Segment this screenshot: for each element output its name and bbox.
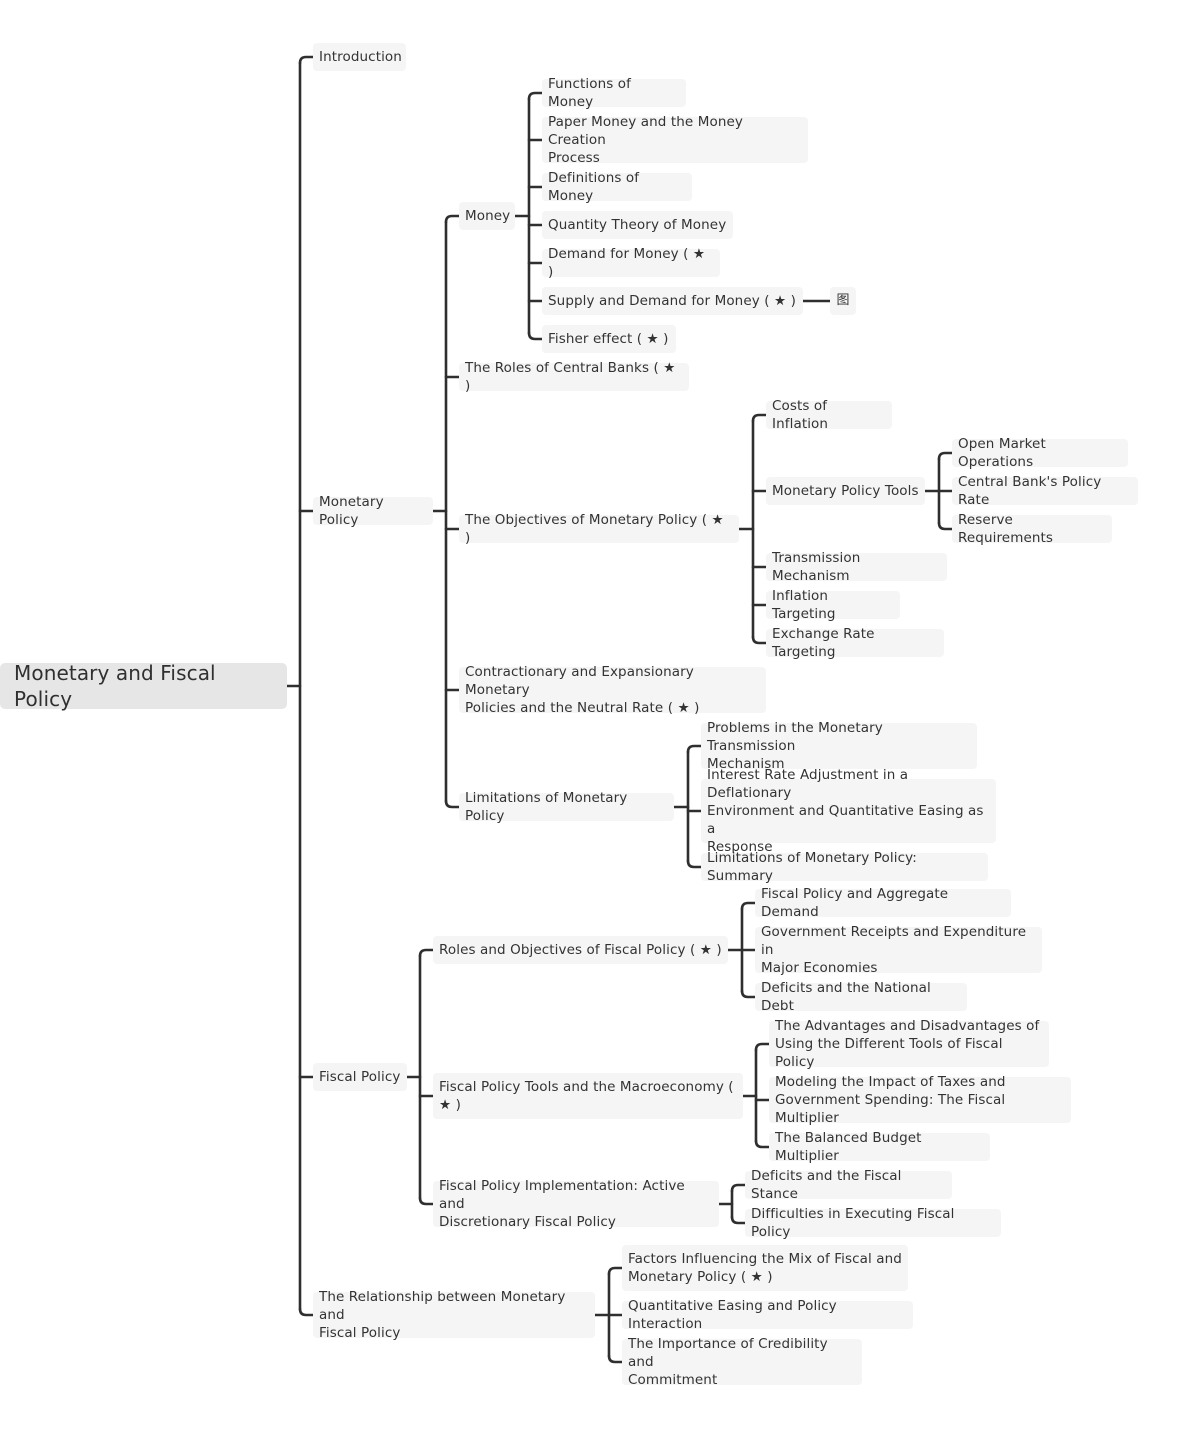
- connector-node-difficulties-executing: [730, 1215, 747, 1225]
- connector-node-fisher-effect: [527, 331, 544, 341]
- node-fiscal-multiplier[interactable]: Modeling the Impact of Taxes and Governm…: [769, 1074, 1071, 1126]
- node-fisher-effect[interactable]: Fisher effect ( ★ ): [542, 325, 676, 353]
- connector-node-exchange-rate-targeting: [751, 635, 768, 645]
- node-deficits-fiscal-stance[interactable]: Deficits and the Fiscal Stance: [745, 1168, 952, 1202]
- node-fiscal-aggregate-demand[interactable]: Fiscal Policy and Aggregate Demand: [755, 886, 1011, 920]
- connector-node-balanced-budget-multiplier: [754, 1139, 771, 1149]
- connector-node-relationship: [298, 1307, 315, 1317]
- node-relationship[interactable]: The Relationship between Monetary and Fi…: [313, 1289, 595, 1341]
- node-fiscal-implementation[interactable]: Fiscal Policy Implementation: Active and…: [433, 1178, 719, 1230]
- node-contractionary-expansionary[interactable]: Contractionary and Expansionary Monetary…: [459, 664, 766, 716]
- node-quantity-theory[interactable]: Quantity Theory of Money: [542, 211, 733, 239]
- node-limitations[interactable]: Limitations of Monetary Policy: [459, 790, 674, 824]
- node-costs-of-inflation[interactable]: Costs of Inflation: [766, 398, 892, 432]
- connector-node-limitations: [444, 799, 461, 809]
- connector-node-money: [444, 214, 461, 224]
- node-transmission-mechanism[interactable]: Transmission Mechanism: [766, 550, 947, 584]
- connector-node-functions-of-money: [527, 91, 544, 101]
- node-objectives[interactable]: The Objectives of Monetary Policy ( ★ ): [459, 512, 739, 546]
- node-money[interactable]: Money: [459, 202, 515, 230]
- node-paper-money[interactable]: Paper Money and the Money Creation Proce…: [542, 114, 808, 166]
- node-monetary-policy[interactable]: Monetary Policy: [313, 494, 433, 528]
- connector-node-problems-transmission: [686, 744, 703, 754]
- node-inflation-targeting[interactable]: Inflation Targeting: [766, 588, 900, 622]
- image-tag-icon[interactable]: 图: [830, 287, 856, 315]
- node-roles-objectives-fiscal[interactable]: Roles and Objectives of Fiscal Policy ( …: [433, 936, 728, 964]
- node-supply-demand-money[interactable]: Supply and Demand for Money ( ★ ): [542, 287, 803, 315]
- node-qe-policy-interaction[interactable]: Quantitative Easing and Policy Interacti…: [622, 1298, 913, 1332]
- connector-node-advantages-disadvantages: [754, 1042, 771, 1052]
- connector-node-costs-of-inflation: [751, 413, 768, 423]
- node-interest-rate-deflationary[interactable]: Interest Rate Adjustment in a Deflationa…: [701, 767, 996, 855]
- connector-node-roles-objectives-fiscal: [418, 948, 435, 958]
- node-advantages-disadvantages[interactable]: The Advantages and Disadvantages of Usin…: [769, 1018, 1049, 1070]
- connector-node-deficits-fiscal-stance: [730, 1183, 747, 1193]
- connector-node-fiscal-implementation: [418, 1196, 435, 1206]
- node-reserve-requirements[interactable]: Reserve Requirements: [952, 512, 1112, 546]
- root-node[interactable]: Monetary and Fiscal Policy: [0, 661, 287, 711]
- node-deficits-national-debt[interactable]: Deficits and the National Debt: [755, 980, 967, 1014]
- connector-node-introduction: [298, 55, 315, 65]
- node-central-banks[interactable]: The Roles of Central Banks ( ★ ): [459, 360, 689, 394]
- node-government-receipts[interactable]: Government Receipts and Expenditure in M…: [755, 924, 1042, 976]
- connector-node-deficits-national-debt: [740, 989, 757, 999]
- connector-node-fiscal-aggregate-demand: [740, 901, 757, 911]
- node-difficulties-executing[interactable]: Difficulties in Executing Fiscal Policy: [745, 1206, 1001, 1240]
- connector-node-credibility-commitment: [607, 1354, 624, 1364]
- node-policy-rate[interactable]: Central Bank's Policy Rate: [952, 474, 1138, 508]
- node-fiscal-tools-macroeconomy[interactable]: Fiscal Policy Tools and the Macroeconomy…: [433, 1073, 743, 1119]
- connector-node-reserve-requirements: [937, 521, 954, 531]
- connector-node-factors-mix: [607, 1266, 624, 1276]
- node-credibility-commitment[interactable]: The Importance of Credibility and Commit…: [622, 1336, 862, 1388]
- node-monetary-policy-tools[interactable]: Monetary Policy Tools: [766, 477, 925, 505]
- connector-node-limitations-summary: [686, 859, 703, 869]
- node-balanced-budget-multiplier[interactable]: The Balanced Budget Multiplier: [769, 1130, 990, 1164]
- connector-node-open-market-operations: [937, 451, 954, 461]
- node-problems-transmission[interactable]: Problems in the Monetary Transmission Me…: [701, 720, 977, 772]
- node-demand-for-money[interactable]: Demand for Money ( ★ ): [542, 246, 720, 280]
- node-fiscal-policy[interactable]: Fiscal Policy: [313, 1063, 407, 1091]
- node-factors-mix[interactable]: Factors Influencing the Mix of Fiscal an…: [622, 1245, 908, 1291]
- node-exchange-rate-targeting[interactable]: Exchange Rate Targeting: [766, 626, 944, 660]
- node-definitions-of-money[interactable]: Definitions of Money: [542, 170, 692, 204]
- node-introduction[interactable]: Introduction: [313, 43, 406, 71]
- node-open-market-operations[interactable]: Open Market Operations: [952, 436, 1128, 470]
- node-limitations-summary[interactable]: Limitations of Monetary Policy: Summary: [701, 850, 988, 884]
- node-functions-of-money[interactable]: Functions of Money: [542, 76, 686, 110]
